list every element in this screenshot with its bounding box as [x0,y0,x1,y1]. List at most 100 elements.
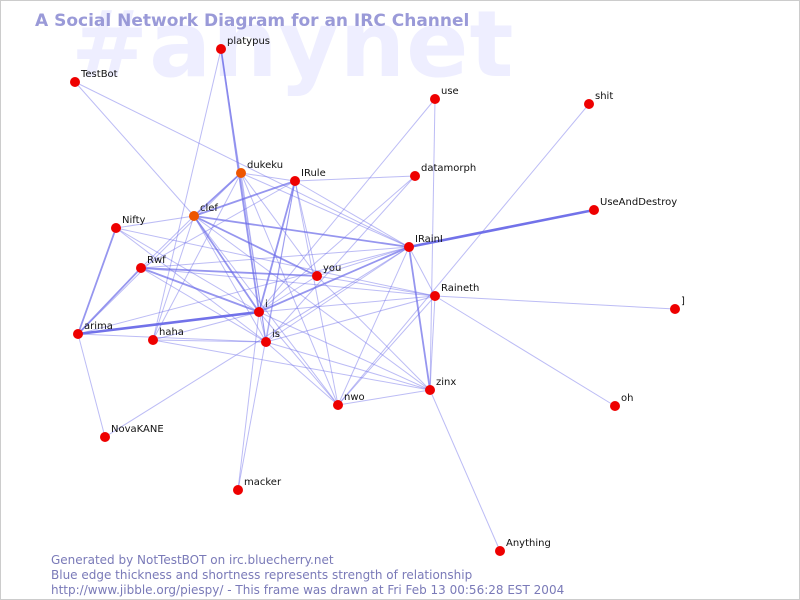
edge-IRainI-zinx [408,246,431,391]
node-clef: clef [189,203,218,221]
edge-i-haha [152,311,260,341]
channel-watermark: #anynet [71,0,515,98]
edge-zinx-Anything [429,389,501,552]
edge-is-zinx [265,341,431,391]
edge-IRainI-i [258,246,410,313]
edge-Raineth-nwo [337,295,436,406]
node-dot [111,223,121,233]
node-UseAndDestroy: UseAndDestroy [589,197,677,215]
edge-dukeku-IRainI [240,172,410,248]
edge-use-i [258,98,436,313]
edge-Rwf-is [140,267,267,343]
edge-clef-is [193,215,267,343]
edge-you-zinx [316,275,431,391]
edge-Raineth-zinx [429,295,436,391]
node-label: TestBot [80,69,118,80]
node-IRule: IRule [290,168,326,186]
edge-i-zinx [258,311,431,391]
edge-arima-NovaKANE [77,333,106,438]
node-label: IRule [301,168,326,179]
node-dot [670,304,680,314]
footer-timestamp: http://www.jibble.org/piespy/ - This fra… [51,583,565,597]
edge-i-is [258,311,267,343]
node-label: shit [595,91,613,102]
edge-use-zinx [429,98,436,391]
node-Raineth: Raineth [430,283,479,301]
node-use: use [430,86,459,104]
node-shit: shit [584,91,613,109]
edge-IRainI-UseAndDestroy [408,208,595,249]
edge-datamorph-i [258,175,416,313]
node-you: you [312,263,341,281]
node-label: NovaKANE [111,424,164,435]
edge-haha-zinx [152,339,431,391]
edge-nwo-zinx [337,389,431,406]
edge-macker-i [237,311,260,491]
node-dot [410,171,420,181]
edge-IRainI-NovaKANE [104,246,410,438]
edge-IRainI-Raineth [408,246,436,297]
node-label: oh [621,393,633,404]
edge-IRainI-Rwf [140,246,410,269]
node-label: zinx [436,377,456,388]
edge-Nifty-Raineth [115,227,436,297]
diagram-title: A Social Network Diagram for an IRC Chan… [35,11,470,31]
edge-Rwf-arima [77,267,142,335]
node-dot [589,205,599,215]
node-label: UseAndDestroy [600,197,677,208]
edge-you-Raineth [316,275,436,297]
edge-Rwf-i [140,267,260,313]
node-Nifty: Nifty [111,215,146,233]
node-dot [425,385,435,395]
node-dot [584,99,594,109]
node-label: ] [681,296,685,307]
edge-TestBot-IRainI [74,81,410,248]
edge-Nifty-arima [77,227,117,335]
node-dot [136,263,146,273]
edge-dukeku-you [240,172,318,277]
edge-datamorph-is [265,175,416,343]
edge-platypus-is [220,48,267,343]
edge-clef-you [193,215,318,277]
edge-dukeku-haha [152,172,242,341]
node-IRainI: IRainI [404,234,443,252]
edge-IRule-datamorph [294,175,416,182]
node-dot [148,335,158,345]
node-platypus: platypus [216,36,270,54]
node-label: Anything [506,538,551,549]
edge-layer [74,48,676,552]
edge-IRainI-arima [77,246,410,335]
edge-Raineth-] [434,295,676,310]
footer-legend-note: Blue edge thickness and shortness repres… [51,568,473,582]
node-label: you [323,263,341,274]
node-is: is [261,329,280,347]
node-dot [333,400,343,410]
edge-Nifty-is [115,227,267,343]
node-label: Raineth [441,283,479,294]
node-label: is [272,329,280,340]
edge-arima-is [77,333,267,343]
edge-you-i [258,275,318,313]
edge-IRule-you [294,180,318,277]
edge-Raineth-is [265,295,436,343]
node-label: macker [244,477,282,488]
node-dot [261,337,271,347]
edge-clef-IRainI [193,215,410,248]
edge-dukeku-IRule [240,172,296,182]
node-dot [73,329,83,339]
edge-IRule-is [265,180,296,343]
node-dot [189,211,199,221]
node-datamorph: datamorph [410,163,476,181]
node-label: i [265,299,268,310]
edge-Rwf-you [140,267,318,277]
node-Rwf: Rwf [136,255,166,273]
footer-generated-by: Generated by NotTestBOT on irc.bluecherr… [51,553,334,567]
footer: Generated by NotTestBOT on irc.bluecherr… [51,553,564,598]
node-dot [216,44,226,54]
node-Anything: Anything [495,538,551,556]
edge-clef-i [193,215,260,313]
node-TestBot: TestBot [70,69,118,87]
edge-dukeku-clef [193,172,242,217]
node-dot [430,291,440,301]
